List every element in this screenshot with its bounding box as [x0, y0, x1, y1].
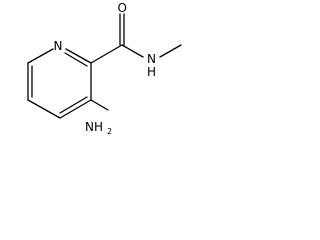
amino-group-label: NH — [85, 120, 103, 134]
ring-to-carbonyl-bond — [90, 44, 123, 64]
amide-nitrogen-label: N — [147, 52, 156, 66]
amino-subscript-label: 2 — [107, 127, 112, 136]
ring-bond-c2-n1-inner — [64, 52, 88, 67]
ring-bond-c3-c3a — [59, 99, 92, 119]
ring-bond-c4-c3 — [27, 99, 61, 119]
amide-hydrogen-label: H — [147, 65, 156, 79]
amide-cn-bond — [121, 44, 144, 58]
ring-bond-c3-c3a-inner — [59, 96, 88, 114]
ring-bond-n1-c6 — [27, 48, 54, 64]
carbonyl-oxygen-label: O — [118, 1, 127, 15]
ring-bond-c2-n1 — [65, 48, 92, 64]
chemical-structure-diagram: N O N H NH 2 — [27, 1, 182, 136]
n-methyl-bond — [159, 44, 182, 58]
structure-canvas: N O N H NH 2 — [0, 0, 182, 140]
ring-nitrogen-label: N — [54, 39, 63, 53]
amino-bond — [90, 99, 109, 111]
